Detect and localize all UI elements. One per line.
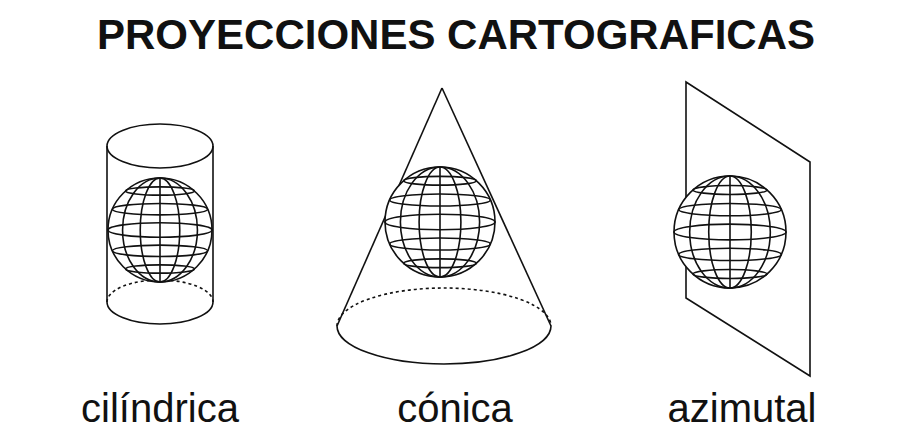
parallel: [693, 270, 767, 279]
parallel: [112, 203, 207, 214]
meridian: [159, 178, 161, 282]
parallel: [404, 176, 477, 185]
globe-outline: [674, 176, 786, 288]
cone: [337, 88, 551, 364]
parallel: [126, 265, 195, 273]
parallel: [679, 248, 782, 260]
meridian: [140, 178, 180, 282]
parallel: [112, 245, 207, 256]
parallel: [390, 194, 491, 206]
parallel: [404, 259, 477, 268]
cylinder: [107, 124, 213, 324]
meridian: [690, 176, 771, 288]
globe-outline: [385, 167, 495, 277]
parallel: [126, 187, 195, 195]
globes: [108, 167, 786, 288]
globe-outline: [108, 178, 212, 282]
projection-label: azimutal: [668, 388, 817, 428]
meridian: [400, 167, 479, 277]
meridian: [419, 167, 461, 277]
title-text: PROYECCIONES CARTOGRAFICAS: [97, 14, 815, 56]
parallel: [385, 214, 495, 229]
projection-label: cónica: [397, 388, 513, 428]
parallel: [390, 238, 491, 250]
meridian: [123, 178, 198, 282]
meridian: [729, 176, 731, 288]
meridian: [709, 176, 752, 288]
parallel: [674, 224, 786, 240]
parallel: [679, 203, 782, 215]
meridian: [439, 167, 441, 277]
projection-label: cilíndrica: [81, 388, 239, 428]
parallel: [693, 186, 767, 195]
parallel: [108, 223, 212, 238]
